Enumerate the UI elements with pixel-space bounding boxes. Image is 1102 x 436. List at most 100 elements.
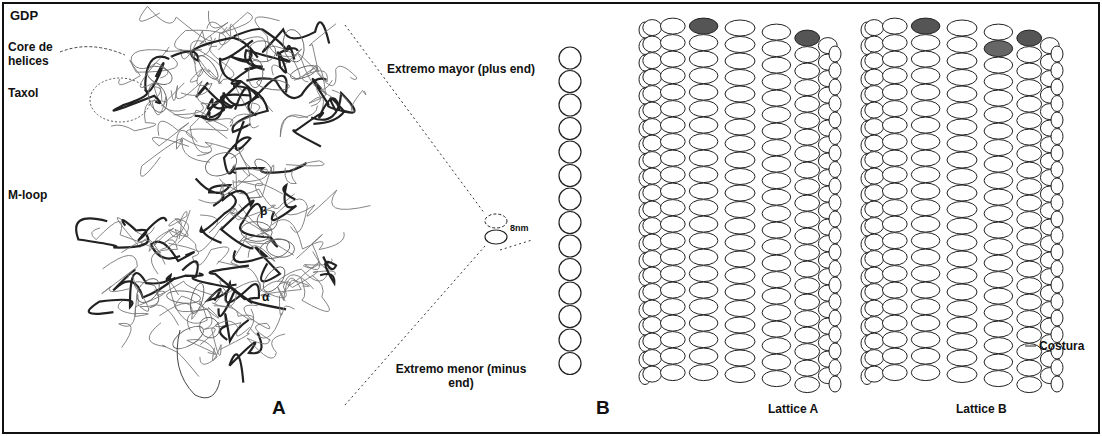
- ribbon-strand: [230, 333, 262, 383]
- tubulin-subunit: [984, 107, 1013, 123]
- tubulin-subunit: [1051, 178, 1063, 194]
- tubulin-subunit: [947, 284, 977, 300]
- tubulin-subunit: [947, 218, 977, 234]
- tubulin-subunit: [689, 84, 718, 100]
- tubulin-subunit: [829, 228, 841, 244]
- tubulin-subunit: [1051, 294, 1063, 310]
- tubulin-subunit: [1017, 129, 1042, 145]
- tubulin-subunit: [984, 255, 1013, 271]
- tubulin-subunit: [984, 189, 1013, 205]
- tubulin-subunit: [947, 136, 977, 152]
- tubulin-subunit: [689, 200, 718, 216]
- tubulin-subunit: [1017, 113, 1042, 129]
- tubulin-subunit: [882, 167, 907, 183]
- tubulin-subunit: [795, 113, 820, 129]
- ribbon-strand: [199, 174, 263, 203]
- tubulin-subunit: [947, 86, 977, 102]
- protofilament-subunit: [559, 353, 581, 375]
- helix-coil: [169, 322, 207, 353]
- tubulin-subunit: [829, 195, 841, 211]
- subunit-label: β: [260, 204, 267, 218]
- tubulin-subunit: [984, 173, 1013, 189]
- tubulin-subunit: [725, 103, 755, 119]
- tubulin-subunit: [725, 235, 755, 251]
- beta-subunit: [485, 214, 507, 228]
- tubulin-subunit: [1017, 63, 1042, 79]
- tubulin-subunit: [911, 200, 940, 216]
- tubulin-subunit: [865, 135, 884, 151]
- tubulin-subunit: [829, 294, 841, 310]
- tubulin-subunit: [1051, 211, 1063, 227]
- tubulin-subunit: [882, 117, 907, 133]
- tubulin-subunit: [725, 284, 755, 300]
- tubulin-subunit: [882, 68, 907, 84]
- tubulin-subunit: [643, 20, 662, 36]
- tubulin-subunit: [725, 37, 755, 53]
- tubulin-subunit: [829, 145, 841, 161]
- tubulin-subunit: [911, 233, 940, 249]
- tubulin-subunit: [689, 35, 718, 51]
- helix-coil: [132, 274, 164, 307]
- tubulin-subunit: [911, 35, 940, 51]
- tubulin-subunit: [911, 266, 940, 282]
- ribbon-strand: [175, 296, 219, 318]
- tubulin-subunit: [865, 53, 884, 69]
- tubulin-subunit: [1051, 244, 1063, 260]
- tubulin-subunit: [795, 47, 820, 63]
- tubulin-subunit: [795, 327, 820, 343]
- tubulin-subunit: [762, 156, 791, 172]
- tubulin-subunit: [643, 267, 662, 283]
- tubulin-subunit: [689, 365, 718, 381]
- tubulin-subunit: [643, 234, 662, 250]
- tubulin-subunit: [1051, 129, 1063, 145]
- tubulin-subunit: [911, 101, 940, 117]
- tubulin-subunit: [882, 299, 907, 315]
- tubulin-subunit: [882, 18, 907, 34]
- tubulin-subunit: [1017, 360, 1042, 376]
- ribbon-strand: [152, 121, 189, 146]
- tubulin-subunit: [984, 156, 1013, 172]
- tubulin-subunit: [689, 266, 718, 282]
- tubulin-subunit: [725, 136, 755, 152]
- tubulin-subunit: [795, 311, 820, 327]
- tubulin-subunit: [911, 315, 940, 331]
- ribbon-strand: [280, 106, 317, 137]
- tubulin-subunit: [795, 360, 820, 376]
- tubulin-subunit: [795, 245, 820, 261]
- tubulin-subunit: [725, 53, 755, 69]
- tubulin-subunit: [725, 317, 755, 333]
- tubulin-subunit: [643, 333, 662, 349]
- tubulin-subunit: [795, 80, 820, 96]
- tubulin-subunit: [689, 117, 718, 133]
- tubulin-subunit: [882, 315, 907, 331]
- ribbon-strand: [113, 270, 175, 297]
- tubulin-subunit: [984, 305, 1013, 321]
- tubulin-subunit: [911, 332, 940, 348]
- taxol-site: [90, 78, 150, 122]
- tubulin-subunit: [984, 239, 1013, 255]
- helix-coil: [145, 82, 170, 115]
- tubulin-subunit: [911, 348, 940, 364]
- tubulin-subunit: [984, 288, 1013, 304]
- tubulin-subunit: [947, 268, 977, 284]
- helix-coil: [256, 77, 290, 91]
- tubulin-subunit: [882, 365, 907, 381]
- tubulin-subunit: [643, 317, 662, 333]
- tubulin-subunit: [911, 150, 940, 166]
- tubulin-subunit: [947, 103, 977, 119]
- ribbon-strand: [200, 193, 235, 243]
- tubulin-subunit: [882, 233, 907, 249]
- tubulin-subunit: [865, 234, 884, 250]
- tubulin-subunit: [829, 129, 841, 145]
- tubulin-subunit: [795, 146, 820, 162]
- tubulin-subunit: [762, 354, 791, 370]
- tubulin-subunit: [689, 183, 718, 199]
- tubulin-subunit: [643, 135, 662, 151]
- protofilament-subunit: [559, 188, 581, 210]
- tubulin-subunit: [984, 24, 1013, 40]
- tubulin-subunit: [882, 35, 907, 51]
- end-label: Extremo mayor (plus end): [386, 62, 536, 76]
- tubulin-subunit: [1051, 261, 1063, 277]
- tubulin-subunit: [911, 117, 940, 133]
- tubulin-subunit: [865, 119, 884, 135]
